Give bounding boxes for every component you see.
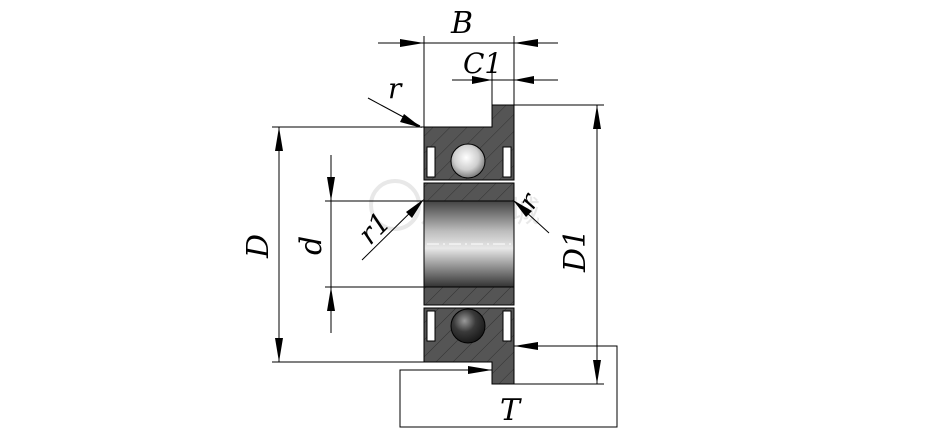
- dim-T: [399, 342, 618, 428]
- ball-bottom: [450, 308, 486, 344]
- lower-section: [423, 286, 515, 385]
- label-r1: r1: [352, 206, 397, 251]
- dim-d: [325, 155, 424, 333]
- ball-top: [450, 143, 486, 179]
- label-T: T: [500, 393, 522, 428]
- dim-D1: [514, 104, 604, 385]
- label-D: D: [241, 234, 276, 259]
- dim-B: [378, 36, 558, 127]
- label-B: B: [450, 6, 473, 41]
- label-r: r: [388, 72, 403, 105]
- dim-r1: [361, 199, 424, 261]
- dim-r-inner: [513, 200, 550, 234]
- dim-C1: [452, 72, 558, 105]
- label-C1: C1: [463, 47, 502, 80]
- label-D1: D1: [558, 229, 593, 273]
- dim-D: [272, 126, 424, 363]
- dim-r: [367, 97, 422, 128]
- upper-section: [423, 104, 515, 202]
- label-d: d: [294, 236, 329, 255]
